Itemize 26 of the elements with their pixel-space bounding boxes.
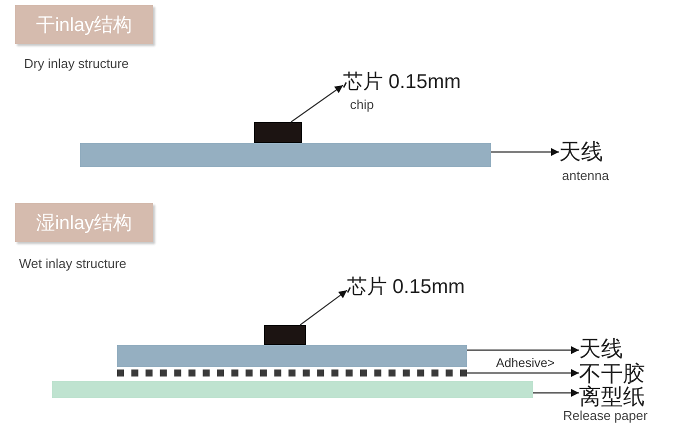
arrow xyxy=(467,369,579,377)
chip-block xyxy=(264,325,306,345)
callout-label: 离型纸 xyxy=(579,384,645,410)
chip-block xyxy=(254,122,302,143)
layer-strip xyxy=(52,381,533,398)
title-badge: 干inlay结构 xyxy=(15,5,153,44)
callout-label: 芯片 0.15mm xyxy=(343,71,461,94)
layer-strip xyxy=(80,143,491,167)
arrow xyxy=(467,346,579,354)
callout-label: 天线 xyxy=(559,139,603,164)
node-label: Wet inlay structure xyxy=(19,256,126,272)
node-label: chip xyxy=(350,97,374,113)
callout-label: 芯片 0.15mm xyxy=(347,276,465,299)
edge-label: Adhesive> xyxy=(495,356,556,370)
callout-label: 不干胶 xyxy=(579,361,645,386)
arrow xyxy=(290,84,344,122)
node-label: Release paper xyxy=(563,408,648,424)
callout-label: 天线 xyxy=(579,336,623,362)
title-badge: 湿inlay结构 xyxy=(15,203,153,242)
arrow xyxy=(300,290,348,326)
dotted-layer xyxy=(117,369,467,377)
node-label: Dry inlay structure xyxy=(24,56,129,72)
node-label: antenna xyxy=(562,168,609,184)
layer-strip xyxy=(117,345,467,367)
arrow xyxy=(533,388,579,397)
arrow xyxy=(491,148,559,156)
